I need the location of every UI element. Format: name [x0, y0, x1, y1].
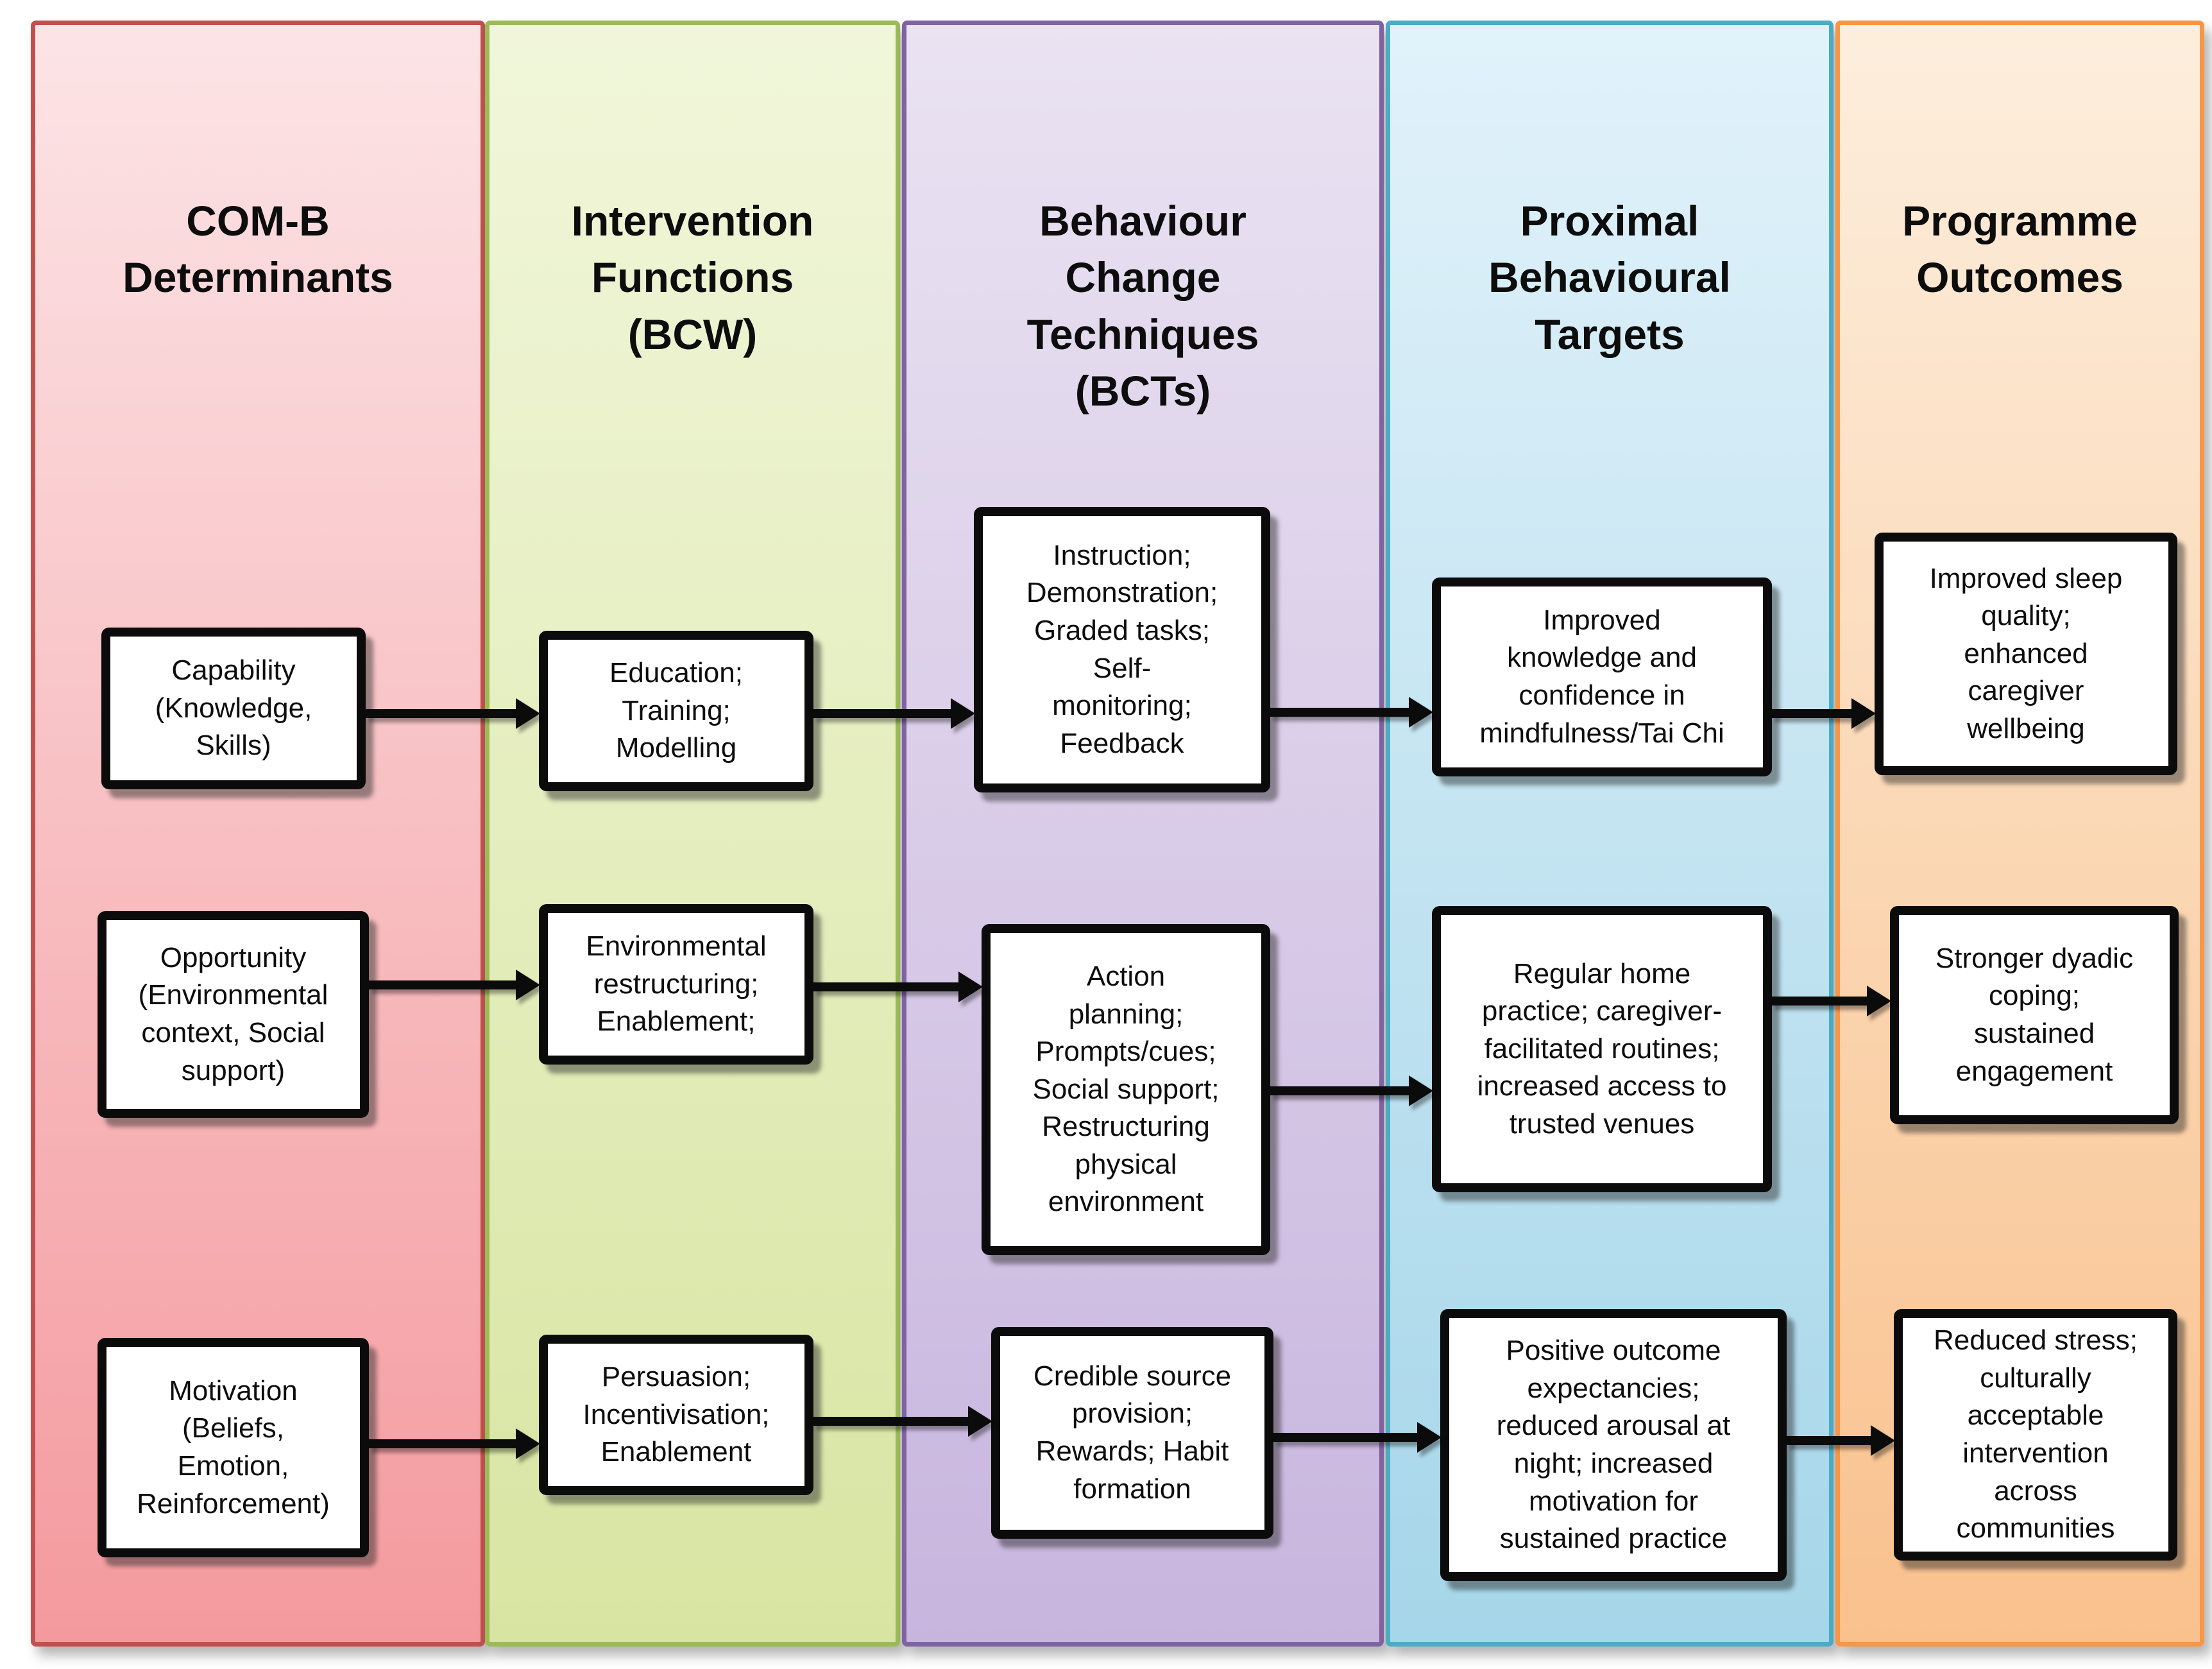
arrow-right-icon: [813, 982, 958, 991]
box-positive-outcome-expectancies: Positive outcome expectancies; reduced a…: [1440, 1309, 1787, 1581]
box-regular-home-practice: Regular home practice; caregiver- facili…: [1432, 906, 1772, 1192]
column-header-intervention-functions: Intervention Functions (BCW): [571, 197, 814, 358]
box-capability: Capability (Knowledge, Skills): [101, 628, 366, 789]
box-improved-knowledge-confidence: Improved knowledge and confidence in min…: [1432, 578, 1772, 776]
column-behaviour-change-techniques: [902, 21, 1384, 1647]
box-motivation: Motivation (Beliefs, Emotion, Reinforcem…: [98, 1338, 369, 1557]
box-stronger-dyadic-coping: Stronger dyadic coping; sustained engage…: [1890, 906, 2179, 1124]
arrow-right-icon: [813, 709, 951, 718]
arrow-right-icon: [1270, 1086, 1409, 1095]
column-header-proximal-behavioural-targets: Proximal Behavioural Targets: [1488, 197, 1731, 358]
column-header-programme-outcomes: Programme Outcomes: [1902, 197, 2138, 302]
arrow-right-icon: [1273, 1433, 1417, 1442]
arrow-right-icon: [1270, 708, 1409, 717]
box-reduced-stress: Reduced stress; culturally acceptable in…: [1894, 1309, 2177, 1561]
box-instruction-demonstration: Instruction; Demonstration; Graded tasks…: [974, 507, 1270, 792]
box-education-training-modelling: Education; Training; Modelling: [539, 631, 813, 791]
box-credible-source-provision: Credible source provision; Rewards; Habi…: [991, 1327, 1273, 1539]
box-persuasion-incentivisation: Persuasion; Incentivisation; Enablement: [539, 1335, 813, 1495]
arrow-right-icon: [813, 1417, 968, 1426]
arrow-right-icon: [369, 1439, 516, 1448]
box-environmental-restructuring: Environmental restructuring; Enablement;: [539, 904, 813, 1065]
arrow-right-icon: [1787, 1436, 1871, 1445]
box-opportunity: Opportunity (Environmental context, Soci…: [98, 911, 369, 1118]
box-action-planning: Action planning; Prompts/cues; Social su…: [982, 924, 1270, 1255]
arrow-right-icon: [369, 980, 516, 989]
column-header-com-b-determinants: COM-B Determinants: [123, 197, 393, 302]
arrow-right-icon: [366, 709, 516, 718]
column-header-behaviour-change-techniques: Behaviour Change Techniques (BCTs): [1026, 197, 1259, 415]
box-improved-sleep-quality: Improved sleep quality; enhanced caregiv…: [1875, 533, 2177, 775]
arrow-right-icon: [1772, 997, 1867, 1006]
arrow-right-icon: [1772, 709, 1851, 718]
